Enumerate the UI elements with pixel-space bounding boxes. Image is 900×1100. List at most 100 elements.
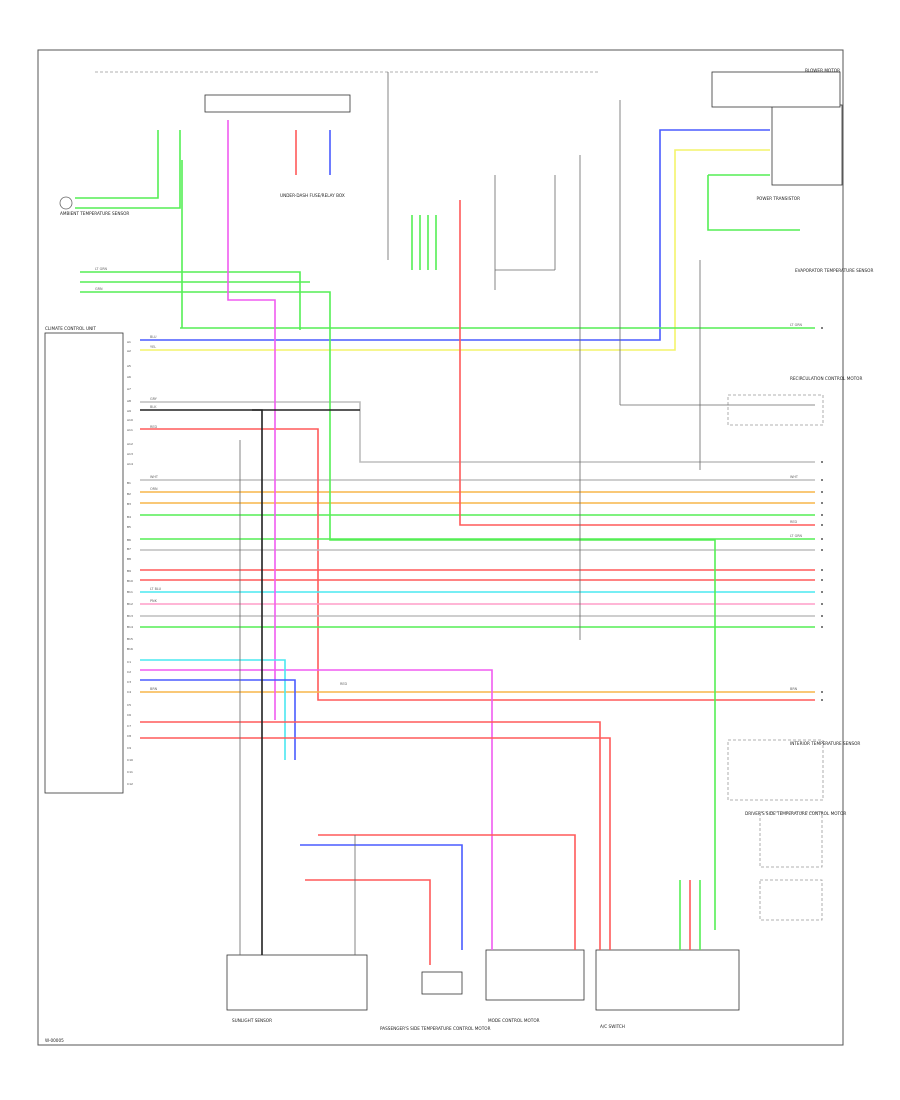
label-red-right: RED xyxy=(790,520,797,524)
svg-text:B5: B5 xyxy=(127,525,131,529)
label-blu: BLU xyxy=(150,335,157,339)
ac-switch-caption: A/C SWITCH xyxy=(600,1024,625,1029)
svg-text:C1: C1 xyxy=(127,660,131,664)
svg-text:A10: A10 xyxy=(127,418,133,422)
svg-text:B11: B11 xyxy=(127,590,133,594)
ac-switch-box xyxy=(595,949,740,1011)
interior-sensor-caption: INTERIOR TEMPERATURE SENSOR xyxy=(790,741,860,746)
evaporator-sensor-caption: EVAPORATOR TEMPERATURE SENSOR xyxy=(795,268,873,273)
driver-temp-motor-caption: DRIVER'S SIDE TEMPERATURE CONTROL MOTOR xyxy=(745,811,846,816)
ambient-sensor-caption: AMBIENT TEMPERATURE SENSOR xyxy=(60,211,129,216)
right-connector-3 xyxy=(759,811,823,868)
wire-magenta xyxy=(227,120,276,720)
climate-control-unit xyxy=(44,332,124,794)
wire-yellow xyxy=(140,149,770,351)
wire-red-6 xyxy=(318,834,576,950)
power-transistor-caption: POWER TRANSISTOR xyxy=(757,196,801,201)
svg-text:B9: B9 xyxy=(127,569,131,573)
svg-text:A5: A5 xyxy=(127,364,131,368)
fuse-box-caption: UNDER-DASH FUSE/RELAY BOX xyxy=(280,193,345,198)
label-blk: BLK xyxy=(150,405,157,409)
svg-text:B10: B10 xyxy=(127,579,133,583)
svg-text:B12: B12 xyxy=(127,602,133,606)
wire-blue xyxy=(140,129,770,341)
svg-text:C3: C3 xyxy=(127,680,131,684)
svg-text:C9: C9 xyxy=(127,746,131,750)
svg-text:B1: B1 xyxy=(127,481,131,485)
wire-green-14 xyxy=(411,215,437,270)
svg-text:B6: B6 xyxy=(127,538,131,542)
blower-motor-relay xyxy=(771,104,843,186)
diagram-frame xyxy=(37,49,844,1046)
wire-red-5 xyxy=(140,737,611,950)
passenger-temp-caption: PASSENGER'S SIDE TEMPERATURE CONTROL MOT… xyxy=(380,1026,491,1031)
svg-text:A6: A6 xyxy=(127,375,131,379)
svg-text:C5: C5 xyxy=(127,703,131,707)
right-connector-4 xyxy=(759,879,823,921)
label-grn: GRN xyxy=(95,287,103,291)
svg-text:B15: B15 xyxy=(127,637,133,641)
svg-text:C2: C2 xyxy=(127,670,131,674)
right-connector-2 xyxy=(727,739,824,801)
thin-lines xyxy=(239,72,815,955)
mode-motor-box xyxy=(485,949,585,1001)
wire-blue-2 xyxy=(140,679,296,760)
sunlight-sensor-caption: SUNLIGHT SENSOR xyxy=(232,1018,272,1023)
recirc-motor-caption: RECIRCULATION CONTROL MOTOR xyxy=(790,376,862,381)
svg-text:B8: B8 xyxy=(127,557,131,561)
wire-green-5 xyxy=(80,271,301,330)
svg-text:B16: B16 xyxy=(127,647,133,651)
passenger-temp-motor-box xyxy=(421,971,463,995)
svg-text:C8: C8 xyxy=(127,734,131,738)
wire-group xyxy=(75,120,815,965)
wire-green-13 xyxy=(707,174,800,231)
label-wht: WHT xyxy=(150,475,159,479)
wire-red-main xyxy=(459,200,815,526)
climate-control-unit-label: CLIMATE CONTROL UNIT xyxy=(45,326,96,331)
blower-motor xyxy=(711,71,841,108)
svg-text:A12: A12 xyxy=(127,442,133,446)
svg-text:B4: B4 xyxy=(127,515,131,519)
wire-red-7 xyxy=(305,879,431,965)
svg-text:C12: C12 xyxy=(127,782,133,786)
svg-text:C11: C11 xyxy=(127,770,133,774)
svg-text:C10: C10 xyxy=(127,758,133,762)
ground-icon xyxy=(59,196,73,210)
wire-green-7 xyxy=(80,291,716,930)
svg-text:A11: A11 xyxy=(127,428,133,432)
wire-labels: BLU YEL LT GRN GRN GRY RED WHT ORN PNK L… xyxy=(95,267,803,691)
label-wht-right: WHT xyxy=(790,475,799,479)
label-brn-right: BRN xyxy=(790,687,798,691)
svg-text:A8: A8 xyxy=(127,399,131,403)
wire-gray xyxy=(140,401,815,463)
label-lt-grn-top: LT GRN xyxy=(790,323,803,327)
label-red-mid: RED xyxy=(340,682,347,686)
svg-text:A9: A9 xyxy=(127,409,131,413)
blower-motor-caption: BLOWER MOTOR xyxy=(805,68,840,73)
label-gry: GRY xyxy=(150,397,158,401)
right-edge-pins xyxy=(821,327,823,701)
label-brn: BRN xyxy=(150,687,158,691)
wire-blue-3 xyxy=(300,844,463,950)
label-lt-blu: LT BLU xyxy=(150,587,162,591)
svg-text:A2: A2 xyxy=(127,349,131,353)
svg-text:C6: C6 xyxy=(127,713,131,717)
wire-green-8 xyxy=(75,130,159,199)
svg-text:A1: A1 xyxy=(127,340,131,344)
svg-text:A7: A7 xyxy=(127,387,131,391)
fuse-box xyxy=(204,94,351,113)
svg-text:B13: B13 xyxy=(127,614,133,618)
svg-text:B2: B2 xyxy=(127,492,131,496)
label-lt-grn: LT GRN xyxy=(95,267,108,271)
svg-text:A13: A13 xyxy=(127,452,133,456)
sunlight-sensor-housing xyxy=(226,954,368,1011)
wire-green-9 xyxy=(75,130,181,209)
svg-text:A14: A14 xyxy=(127,462,133,466)
label-red: RED xyxy=(150,425,157,429)
svg-text:C4: C4 xyxy=(127,690,131,694)
label-pnk: PNK xyxy=(150,599,158,603)
diagram-id: W-00005 xyxy=(45,1038,64,1043)
label-yel: YEL xyxy=(150,345,156,349)
